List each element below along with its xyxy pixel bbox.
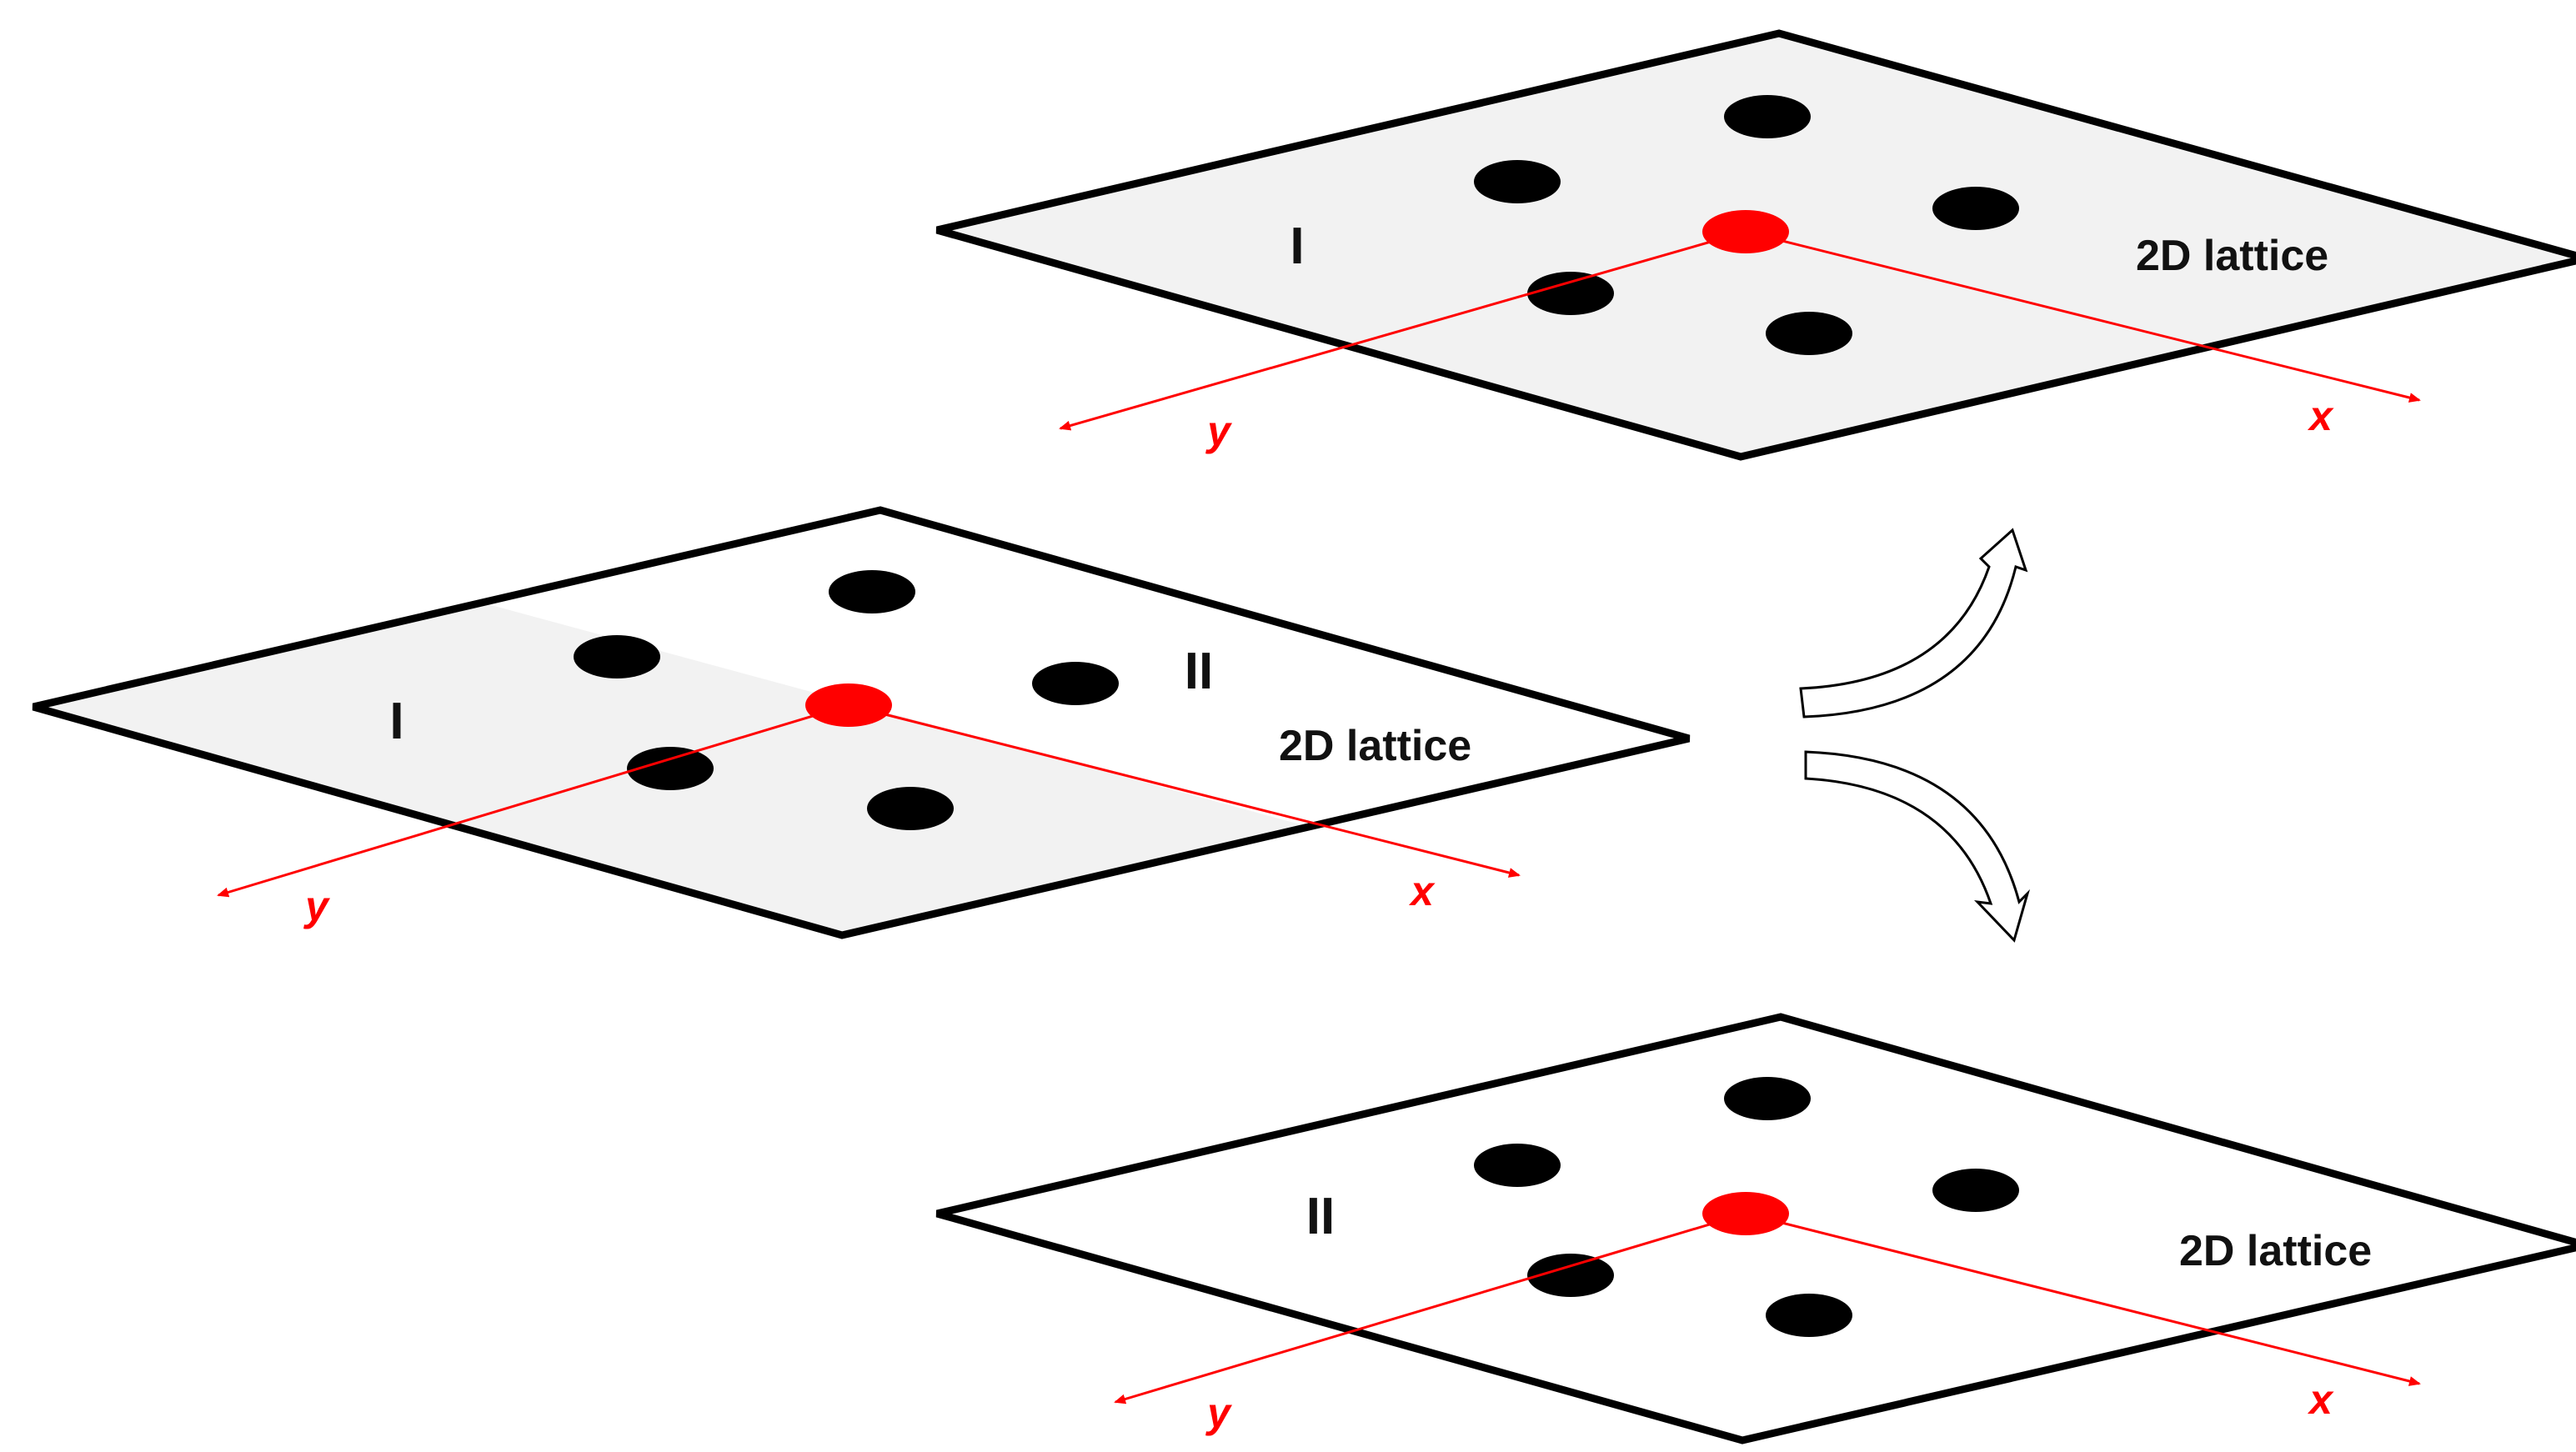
center-site [1702, 210, 1789, 253]
lattice-site [1474, 160, 1561, 203]
top-right-y-label: y [1205, 408, 1232, 454]
bottom-right-plane-label: 2D lattice [2179, 1227, 2372, 1275]
top-right-x-label: x [2307, 393, 2334, 439]
curved-arrow-down-icon [1804, 750, 2031, 943]
left-plane-label: 2D lattice [1279, 722, 1471, 770]
lattice-site [1932, 187, 2019, 230]
curved-arrow-up-icon [1799, 528, 2028, 718]
left-plane-border [32, 506, 1691, 939]
bottom-right-x-axis [1745, 1212, 2421, 1386]
left-region-i-label: I [389, 693, 403, 750]
top-right-region-i-label: I [1290, 218, 1304, 275]
top-right-plane-label: 2D lattice [2136, 232, 2328, 280]
top-right-plane: I 2D lattice x y [935, 29, 2576, 461]
lattice-site [1724, 1077, 1811, 1120]
center-site [805, 683, 892, 727]
bottom-right-y-label: y [1205, 1389, 1232, 1436]
lattice-site [1032, 662, 1119, 705]
left-x-label: x [1408, 868, 1436, 914]
left-region-ii-label: II [1185, 643, 1213, 700]
top-right-y-axis [1059, 230, 1747, 431]
lattice-site [1527, 272, 1614, 315]
bottom-right-y-axis [1114, 1212, 1747, 1404]
lattice-site [1932, 1169, 2019, 1212]
left-y-label: y [303, 883, 330, 929]
lattice-site [829, 570, 915, 613]
lattice-site [1474, 1144, 1561, 1187]
lattice-site [1766, 312, 1852, 355]
lattice-site [867, 787, 954, 830]
top-right-plane-sites [1474, 95, 2019, 355]
bottom-right-plane-sites [1474, 1077, 2019, 1337]
lattice-site [1766, 1294, 1852, 1337]
lattice-site [1724, 95, 1811, 138]
left-plane: I II 2D lattice x y [32, 506, 1691, 939]
left-x-axis [848, 703, 1521, 878]
left-y-axis [217, 703, 849, 898]
lattice-site [574, 635, 660, 678]
bottom-right-plane: II 2D lattice x y [935, 1013, 2576, 1444]
center-site [1702, 1192, 1789, 1235]
bottom-right-x-label: x [2307, 1376, 2334, 1423]
bottom-right-region-ii-label: II [1306, 1188, 1335, 1245]
lattice-site [627, 747, 714, 790]
left-plane-sites [574, 570, 1119, 830]
top-right-x-axis [1745, 230, 2421, 403]
lattice-site [1527, 1254, 1614, 1297]
